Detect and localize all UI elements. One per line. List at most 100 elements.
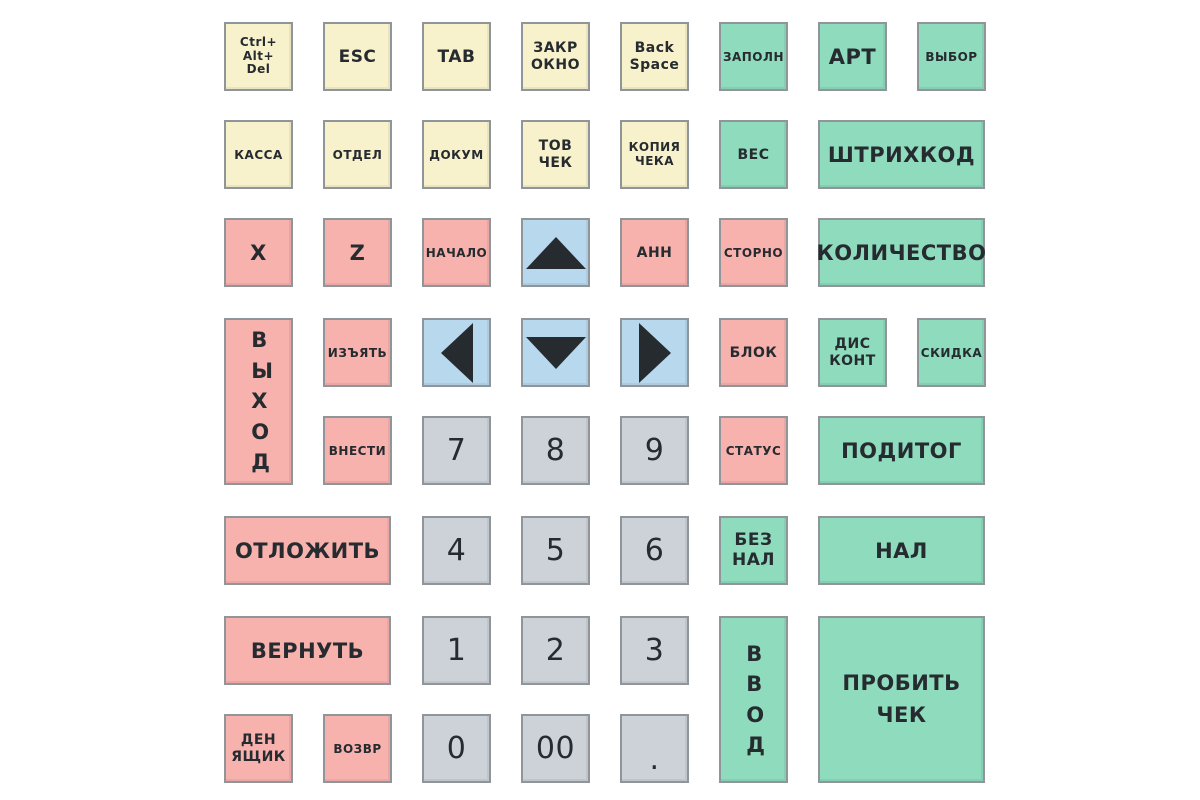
key-label: ЧЕК xyxy=(876,702,927,727)
art-key[interactable]: АРТ xyxy=(818,22,887,91)
key-label: ПОДИТОГ xyxy=(841,438,962,463)
vozvr-key[interactable]: ВОЗВР xyxy=(323,714,392,783)
arrow-left-key[interactable] xyxy=(422,318,491,387)
key-label: СТАТУС xyxy=(725,443,782,458)
otdel-key[interactable]: ОТДЕЛ xyxy=(323,120,392,189)
x-report-key[interactable]: X xyxy=(224,218,293,287)
digit-3-key[interactable]: 3 xyxy=(620,616,689,685)
key-label: ОТДЕЛ xyxy=(332,147,383,162)
digit-2-key[interactable]: 2 xyxy=(521,616,590,685)
quantity-key[interactable]: КОЛИЧЕСТВО xyxy=(817,218,986,287)
z-report-key[interactable]: Z xyxy=(323,218,392,287)
key-label: ЗАПОЛН xyxy=(722,49,785,64)
digit-7-key[interactable]: 7 xyxy=(422,416,491,485)
kassa-key[interactable]: КАССА xyxy=(224,120,293,189)
key-label: БЛОК xyxy=(729,344,778,361)
key-label: ДЕН xyxy=(240,732,277,749)
cash-key[interactable]: НАЛ xyxy=(818,516,985,585)
key-label: НАЧАЛО xyxy=(425,245,488,260)
key-label: ИЗЪЯТЬ xyxy=(327,345,388,360)
key-label: ЗАКР xyxy=(533,40,578,57)
key-label: ЯЩИК xyxy=(231,748,286,765)
key-label: ДИС xyxy=(834,336,871,353)
arrow-up-icon xyxy=(525,236,586,269)
key-label: НАЛ xyxy=(731,549,775,570)
arrow-right-icon xyxy=(638,322,671,383)
tab-key[interactable]: TAB xyxy=(422,22,491,91)
key-label: 1 xyxy=(446,633,467,668)
digit-9-key[interactable]: 9 xyxy=(620,416,689,485)
key-label: ДОКУМ xyxy=(429,147,484,162)
key-label: СКИДКА xyxy=(920,345,983,360)
key-label: Z xyxy=(349,240,366,265)
izyat-key[interactable]: ИЗЪЯТЬ xyxy=(323,318,392,387)
key-label: X xyxy=(250,240,267,265)
key-label: Space xyxy=(629,56,680,73)
key-label: ШТРИХКОД xyxy=(827,142,976,167)
digit-6-key[interactable]: 6 xyxy=(620,516,689,585)
subtotal-key[interactable]: ПОДИТОГ xyxy=(818,416,985,485)
key-label: ВЕС xyxy=(737,146,770,163)
key-label: ВЕРНУТЬ xyxy=(250,638,365,663)
postpone-key[interactable]: ОТЛОЖИТЬ xyxy=(224,516,391,585)
key-label: БЕЗ xyxy=(734,529,773,550)
return-key[interactable]: ВЕРНУТЬ xyxy=(224,616,391,685)
digit-8-key[interactable]: 8 xyxy=(521,416,590,485)
print-check-key[interactable]: ПРОБИТЬ ЧЕК xyxy=(818,616,985,783)
exit-key[interactable]: ВЫХОД xyxy=(224,318,293,485)
key-label: ВЫБОР xyxy=(925,49,978,64)
nachalo-key[interactable]: НАЧАЛО xyxy=(422,218,491,287)
esc-key[interactable]: ESC xyxy=(323,22,392,91)
digit-4-key[interactable]: 4 xyxy=(422,516,491,585)
status-key[interactable]: СТАТУС xyxy=(719,416,788,485)
fill-key[interactable]: ЗАПОЛН xyxy=(719,22,788,91)
barcode-key[interactable]: ШТРИХКОД xyxy=(818,120,985,189)
key-label: 2 xyxy=(545,633,566,668)
arrow-right-key[interactable] xyxy=(620,318,689,387)
key-label: КАССА xyxy=(234,147,283,162)
skidka-key[interactable]: СКИДКА xyxy=(917,318,986,387)
key-label: ВВОД xyxy=(746,641,766,757)
ctrl-alt-del-key[interactable]: Ctrl+Alt+Del xyxy=(224,22,293,91)
key-label: ESC xyxy=(338,46,377,67)
ves-key[interactable]: ВЕС xyxy=(719,120,788,189)
key-label: СТОРНО xyxy=(723,245,784,260)
enter-key[interactable]: ВВОД xyxy=(719,616,788,783)
storno-key[interactable]: СТОРНО xyxy=(719,218,788,287)
decimal-point-key[interactable]: . xyxy=(620,714,689,783)
double-zero-key[interactable]: 00 xyxy=(521,714,590,783)
key-label: Ctrl+ xyxy=(239,34,278,49)
key-label: 8 xyxy=(545,433,566,468)
select-key[interactable]: ВЫБОР xyxy=(917,22,986,91)
vnesti-key[interactable]: ВНЕСТИ xyxy=(323,416,392,485)
key-label: 4 xyxy=(446,533,467,568)
digit-1-key[interactable]: 1 xyxy=(422,616,491,685)
key-label: ПРОБИТЬ xyxy=(842,671,961,695)
key-label: АНН xyxy=(636,244,673,261)
digit-0-key[interactable]: 0 xyxy=(422,714,491,783)
key-label: ВОЗВР xyxy=(333,741,382,756)
arrow-down-icon xyxy=(525,336,586,369)
dokum-key[interactable]: ДОКУМ xyxy=(422,120,491,189)
key-label: . xyxy=(649,742,660,777)
blok-key[interactable]: БЛОК xyxy=(719,318,788,387)
key-label: КОПИЯ xyxy=(628,139,681,154)
key-label: 6 xyxy=(644,533,665,568)
key-label: ВНЕСТИ xyxy=(328,443,387,458)
key-label: Back xyxy=(634,40,675,57)
arrow-left-icon xyxy=(440,322,473,383)
ann-key[interactable]: АНН xyxy=(620,218,689,287)
key-label: 3 xyxy=(644,633,665,668)
arrow-down-key[interactable] xyxy=(521,318,590,387)
digit-5-key[interactable]: 5 xyxy=(521,516,590,585)
key-label: ОКНО xyxy=(531,56,580,73)
arrow-up-key[interactable] xyxy=(521,218,590,287)
